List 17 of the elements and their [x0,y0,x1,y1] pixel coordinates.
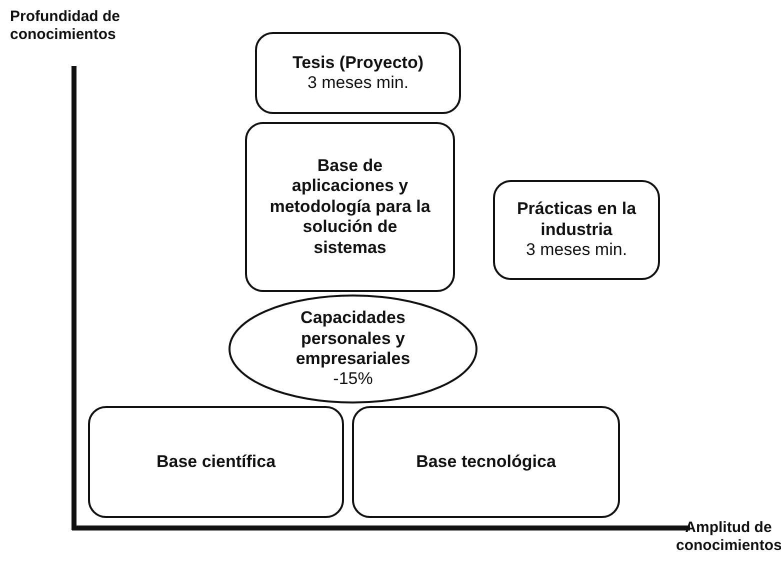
process-box [493,180,660,280]
node-title: Tesis (Proyecto) [292,52,424,73]
axis-title: Profundidad de conocimientos [10,8,121,44]
node-note: -15% [333,369,373,390]
node-note: 3 meses min. [526,240,628,261]
node-note: 3 meses min. [307,73,409,94]
process-box [352,406,620,518]
node-title: Prácticas en la industria [516,199,638,240]
ellipse-node [228,294,478,404]
process-box [255,32,461,114]
process-box [88,406,344,518]
node-title: Base científica [156,452,276,472]
node-title: Capacidades personales y empresariales [294,308,412,370]
node-title: Base tecnológica [416,452,556,472]
axis-title: Amplitud de conocimientos [676,519,781,555]
node-title: Base de aplicaciones y metodología para la solución de sistemas [268,156,432,258]
process-box [245,122,455,292]
